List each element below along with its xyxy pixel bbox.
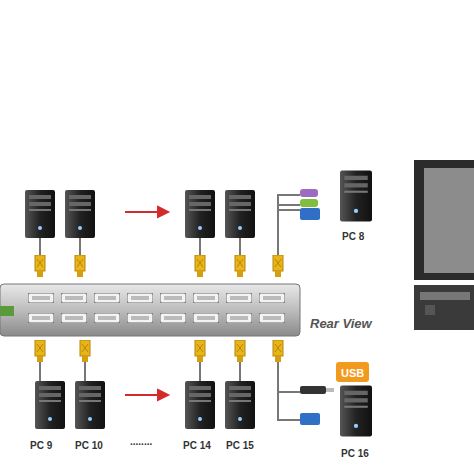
port (28, 293, 54, 303)
pc-label: PC 9 (30, 440, 52, 451)
port (94, 293, 120, 303)
pc-label: ........ (130, 436, 152, 447)
port (160, 293, 186, 303)
view-label: Rear View (310, 316, 372, 331)
pc-label: PC 14 (183, 440, 211, 451)
pc-label: PC 16 (341, 448, 369, 459)
port (61, 293, 87, 303)
port (259, 313, 285, 323)
port (259, 293, 285, 303)
port (127, 293, 153, 303)
badge-text: USB (341, 367, 364, 379)
port (226, 293, 252, 303)
port (94, 313, 120, 323)
port (160, 313, 186, 323)
pc-label: PC 15 (226, 440, 254, 451)
port (28, 313, 54, 323)
pc-label: PC 10 (75, 440, 103, 451)
port (193, 313, 219, 323)
port (61, 313, 87, 323)
pc-label: PC 8 (342, 231, 364, 242)
port (127, 313, 153, 323)
port (193, 293, 219, 303)
usb-badge: USB (336, 362, 369, 382)
port (226, 313, 252, 323)
